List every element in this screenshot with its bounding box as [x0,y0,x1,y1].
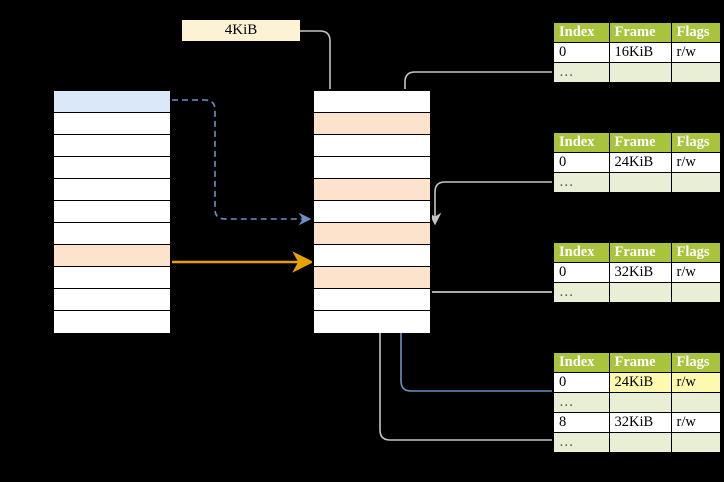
page-table-4-r3-frame [608,432,672,454]
pmem-cell-7[interactable] [314,245,430,267]
page-table-3-r0-frame: 32KiB [608,262,672,283]
page-table-2-header-flags: Flags [670,131,722,153]
page-table-4-r0-frame: 24KiB [608,372,672,393]
page-table-4-row-1[interactable]: … [552,392,722,413]
page-table-2-row-1[interactable]: … [552,172,722,194]
page-table-1-r0-index: 0 [552,42,610,63]
page-table-1-r0-frame: 16KiB [608,42,672,63]
page-table-4-r2-index: 8 [552,412,610,433]
wire-vaddr-page-mapping [172,99,312,226]
virtual-address-space-column[interactable] [52,89,172,333]
physical-memory-column[interactable] [312,89,432,333]
page-table-2-r1-index: … [552,172,610,194]
page-table-4-r2-frame: 32KiB [608,412,672,433]
vaddr-cell-3[interactable] [54,157,170,179]
page-table-1-r1-frame [608,62,672,84]
page-table-3-r1-flags [670,282,722,304]
page-table-1-header-flags: Flags [670,21,722,43]
page-table-1-r1-flags [670,62,722,84]
page-table-2-r0-frame: 24KiB [608,152,672,173]
pmem-cell-0[interactable] [314,91,430,113]
page-table-3-header-frame: Frame [608,241,672,263]
page-table-2-header-frame: Frame [608,131,672,153]
pmem-cell-4[interactable] [314,179,430,201]
vaddr-cell-7[interactable] [54,245,170,267]
page-table-4-r1-flags [670,392,722,413]
vaddr-cell-8[interactable] [54,267,170,289]
page-table-3-header-index: Index [552,241,610,263]
vaddr-cell-6[interactable] [54,223,170,245]
page-table-3-r1-frame [608,282,672,304]
page-table-1-header-frame: Frame [608,21,672,43]
vaddr-cell-1[interactable] [54,113,170,135]
vaddr-cell-9[interactable] [54,289,170,311]
pmem-cell-9[interactable] [314,289,430,311]
page-table-3-r0-flags: r/w [670,262,722,283]
page-table-1-header-index: Index [552,21,610,43]
vaddr-cell-5[interactable] [54,201,170,223]
page-table-1-row-1[interactable]: … [552,62,722,84]
page-table-4-r0-index: 0 [552,372,610,393]
vaddr-cell-0[interactable] [54,91,170,113]
pmem-cell-2[interactable] [314,135,430,157]
page-table-4-r1-frame [608,392,672,413]
page-table-4-r0-flags: r/w [670,372,722,393]
vaddr-cell-10[interactable] [54,311,170,333]
page-table-2-header-index: Index [552,131,610,153]
page-table-4-r3-flags [670,432,722,454]
page-table-2-r1-flags [670,172,722,194]
pmem-cell-5[interactable] [314,201,430,223]
page-table-4-r2-flags: r/w [670,412,722,433]
page-table-3-header-flags: Flags [670,241,722,263]
pmem-cell-8[interactable] [314,267,430,289]
vaddr-cell-2[interactable] [54,135,170,157]
page-table-4-header-index: Index [552,351,610,373]
page-table-3-row-1[interactable]: … [552,282,722,304]
page-table-3-r1-index: … [552,282,610,304]
page-table-1-r0-flags: r/w [670,42,722,63]
page-table-4-header-frame: Frame [608,351,672,373]
page-table-4-r3-index: … [552,432,610,454]
page-size-label: 4KiB [182,20,300,41]
page-table-3-r0-index: 0 [552,262,610,283]
pmem-cell-6[interactable] [314,223,430,245]
page-table-2-r0-flags: r/w [670,152,722,173]
vaddr-cell-4[interactable] [54,179,170,201]
pmem-cell-3[interactable] [314,157,430,179]
pmem-cell-10[interactable] [314,311,430,333]
page-table-2-r0-index: 0 [552,152,610,173]
page-table-4-r1-index: … [552,392,610,413]
page-table-1-r1-index: … [552,62,610,84]
page-table-4-header-flags: Flags [670,351,722,373]
page-table-2-r1-frame [608,172,672,194]
wire-table2-to-frame [428,181,552,226]
page-table-4-row-3[interactable]: … [552,432,722,454]
pmem-cell-1[interactable] [314,113,430,135]
